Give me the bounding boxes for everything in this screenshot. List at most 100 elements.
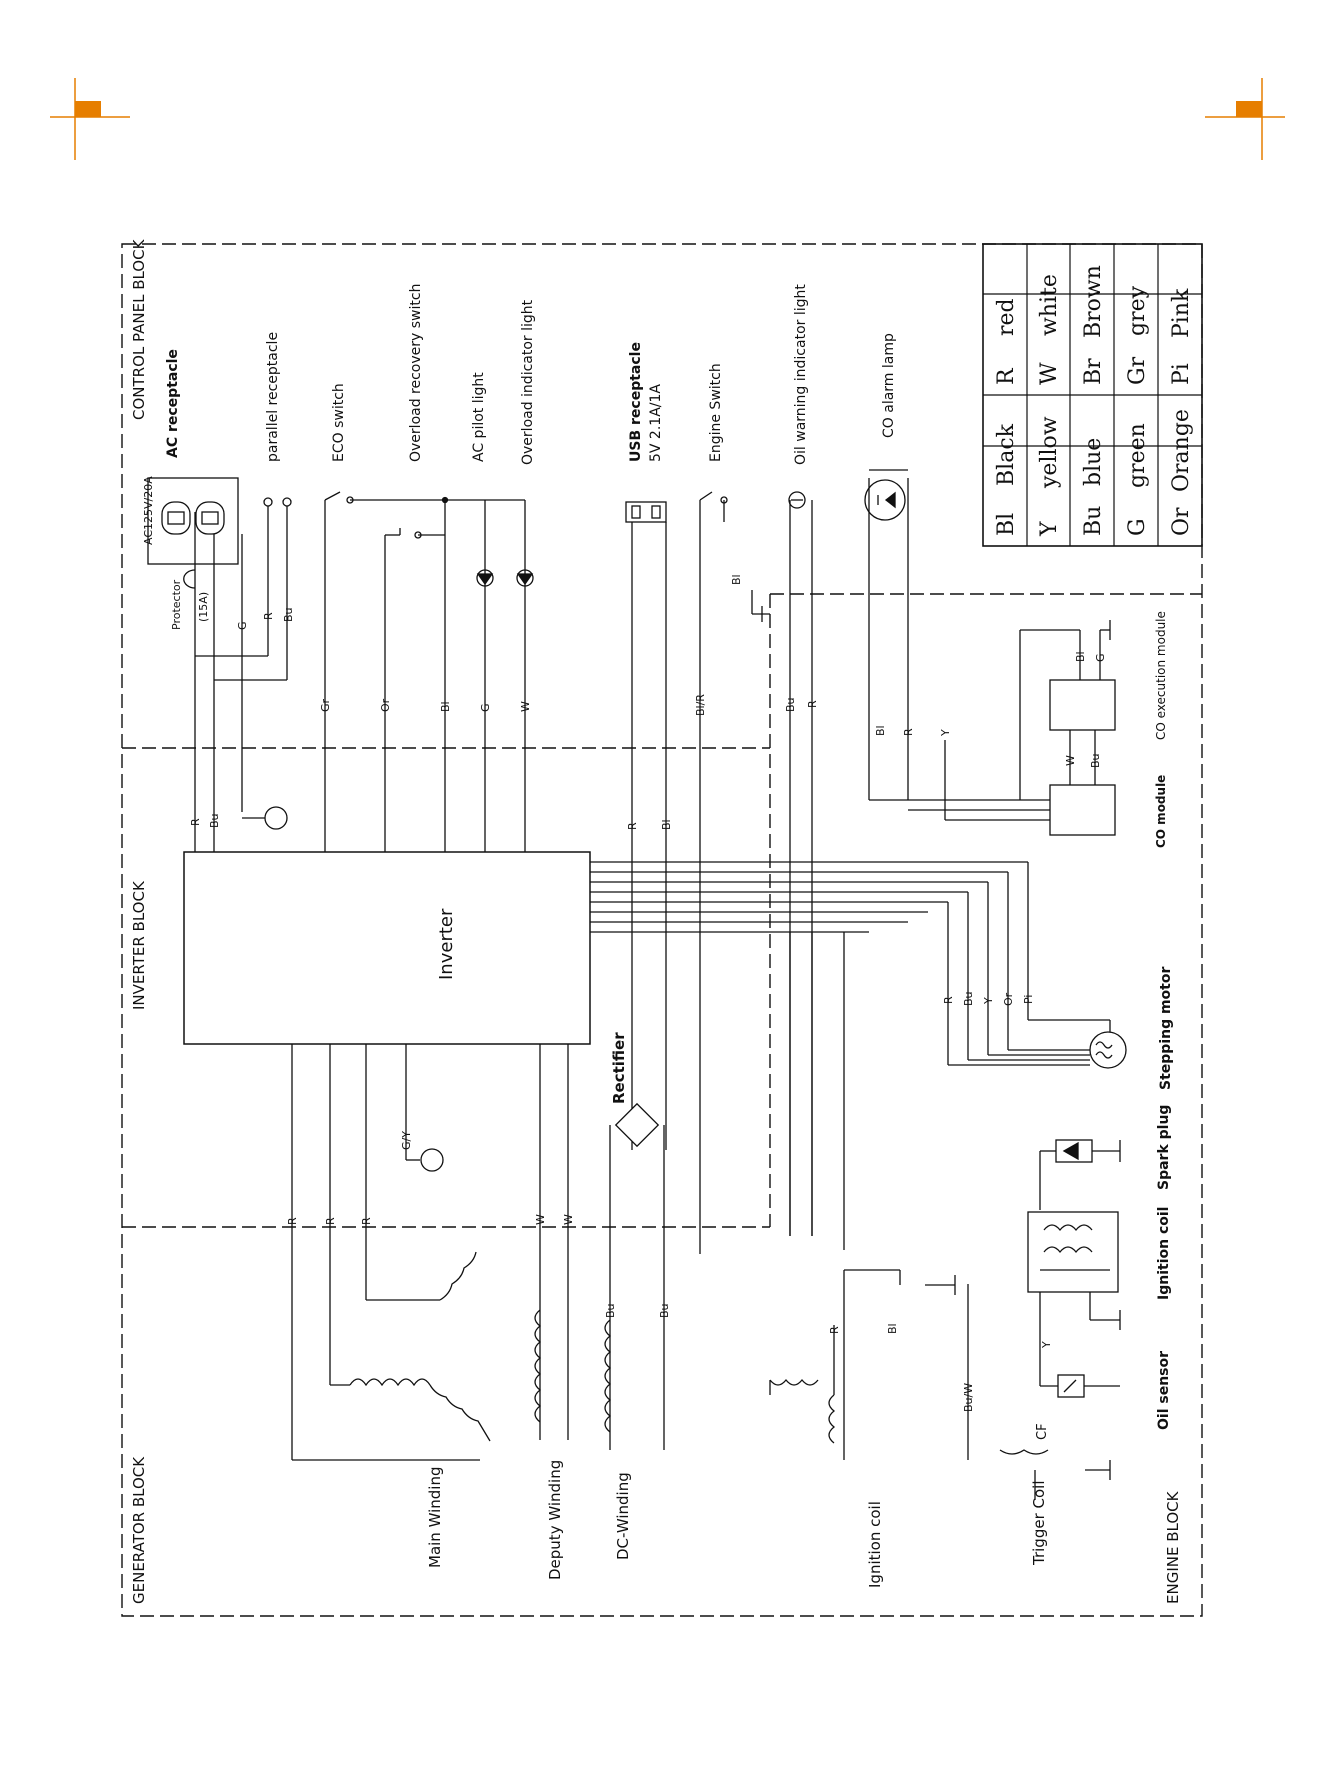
oil-warning-light-label: Oil warning indicator light [793,284,809,465]
wire-tag-g-pilot: G [479,703,492,712]
wire-tag-g-ac: G [236,621,249,630]
stepping-motor-label: Stepping motor [1158,967,1174,1090]
generator-block-title: GENERATOR BLOCK [130,1456,148,1604]
wire-tag-bu-dc1: Bu [604,1303,617,1318]
wire-tag-or-recovery: Or [379,698,392,712]
legend-name-blue: blue [1081,438,1106,486]
wire-tag-r-usb: R [626,822,639,830]
ac-pilot-light-label: AC pilot light [471,372,487,462]
wire-tag-r-ign: R [828,1326,841,1334]
legend-name-grey: grey [1125,285,1150,336]
cf-label: CF [1035,1423,1050,1440]
co-modules [869,620,1116,836]
ac-receptacle-label: AC receptacle [165,349,181,458]
legend-code-w: W [1037,362,1062,385]
deputy-winding-label: Deputy Winding [546,1460,564,1580]
wire-tag-g-exec: G [1094,653,1107,662]
wire-tag-r-parallel: R [262,612,275,620]
legend-name-white: white [1037,274,1062,336]
wire-tag-bl-ign: Bl [886,1323,899,1334]
legend-code-r: R [994,367,1019,385]
wire-tag-bu-co: Bu [1089,753,1102,768]
wire-tag-r-main2: R [324,1217,337,1225]
wire-tag-r-motor: R [942,996,955,1004]
crop-marks [50,78,1285,160]
wire-tag-r-oil: R [806,700,819,708]
wire-tag-w-deputy1: W [534,1214,547,1225]
legend-code-br: Br [1081,358,1106,385]
wire-tag-bu-dc2: Bu [658,1303,671,1318]
wire-tag-r-ac: R [189,818,202,826]
legend-code-or: Or [1169,507,1194,536]
legend-name-black: Black [994,423,1019,486]
wire-tag-w-co: W [1064,755,1077,766]
wire-tag-buw-trigger: Bu/W [962,1383,975,1412]
engine-wiring [925,1139,1121,1480]
ignition-coil-gen-label: Ignition coil [866,1501,884,1588]
wire-tag-gr-eco: Gr [319,698,332,712]
spark-plug-label: Spark plug [1156,1105,1172,1190]
legend-name-pink: Pink [1169,288,1194,338]
legend-name-orange: Orange [1169,409,1194,492]
legend-code-bl: Bl [994,513,1019,536]
inverter-box [183,851,591,1045]
wire-tag-pi-motor: Pi [1022,995,1035,1004]
legend-code-g: G [1125,518,1150,536]
wire-tag-bl-switch: Bl [439,701,452,712]
legend-code-bu: Bu [1081,506,1106,536]
wire-tag-bl-co: Bl [874,725,887,736]
block-borders [121,243,1203,1617]
co-module-label: CO module [1154,775,1168,848]
wire-tag-y-co: Y [939,729,952,737]
wire-tag-bl-exec: Bl [1074,651,1087,662]
color-legend: Bl Black R red Y yellow W white Bu blue … [982,243,1203,547]
wire-tag-r-co: R [902,728,915,736]
co-alarm-lamp-label: CO alarm lamp [881,333,897,438]
wire-tag-bu-parallel: Bu [282,607,295,622]
legend-name-yellow: yellow [1037,416,1062,489]
control-panel-block-title: CONTROL PANEL BLOCK [130,238,148,420]
ignition-coil-engine-label: Ignition coil [1156,1207,1172,1300]
engine-switch-label: Engine Switch [708,363,724,462]
legend-name-red: red [994,298,1019,336]
wire-tag-r-main1: R [286,1217,299,1225]
wire-tag-or-motor: Or [1002,992,1015,1006]
rectifier-label: Rectifier [610,1032,628,1104]
wire-tag-r-main3: R [360,1217,373,1225]
generator-wiring [291,1044,1049,1500]
oil-sensor-label: Oil sensor [1156,1351,1172,1430]
eco-switch-label: ECO switch [331,383,347,462]
dc-winding-label: DC-Winding [614,1472,632,1560]
trigger-coil-label: Trigger Coil [1030,1481,1048,1567]
wire-tag-bu-oil: Bu [784,697,797,712]
usb-receptacle-label: USB receptacle [628,342,644,462]
legend-name-green: green [1125,423,1150,488]
wire-tag-bu-motor: Bu [962,991,975,1006]
protector-label: Protector [170,579,183,630]
wire-tag-blr-engine-switch: Bl/R [694,694,707,716]
wire-tag-w-overload: W [519,701,532,712]
control-panel-wiring: Protector (15A) [147,469,909,1254]
inverter-block-title: INVERTER BLOCK [130,880,148,1010]
inverter-label: Inverter [436,908,457,980]
overload-recovery-switch-label: Overload recovery switch [408,284,424,462]
wire-tag-bl-usb: Bl [660,819,673,830]
legend-code-gr: Gr [1125,356,1150,385]
protector-rating-label: (15A) [197,592,210,622]
parallel-receptacle-label: parallel receptacle [265,332,281,462]
wire-tag-bl-engine-ground: Bl [730,574,743,585]
wire-tag-y-motor: Y [982,997,995,1005]
main-winding-label: Main Winding [426,1467,444,1568]
overload-indicator-light-label: Overload indicator light [520,299,536,465]
wire-tag-w-deputy2: W [562,1214,575,1225]
co-execution-module-label: CO execution module [1154,611,1168,740]
legend-code-y: Y [1037,521,1062,537]
wire-tag-gy: G/Y [400,1131,413,1150]
engine-block-title: ENGINE BLOCK [1164,1490,1182,1604]
inverter-bus-wiring [590,861,1127,1250]
legend-code-pi: Pi [1169,363,1194,385]
wire-tag-bu-ac: Bu [208,813,221,828]
usb-rating-label: 5V 2.1A/1A [648,384,664,462]
legend-name-brown: Brown [1081,265,1106,338]
